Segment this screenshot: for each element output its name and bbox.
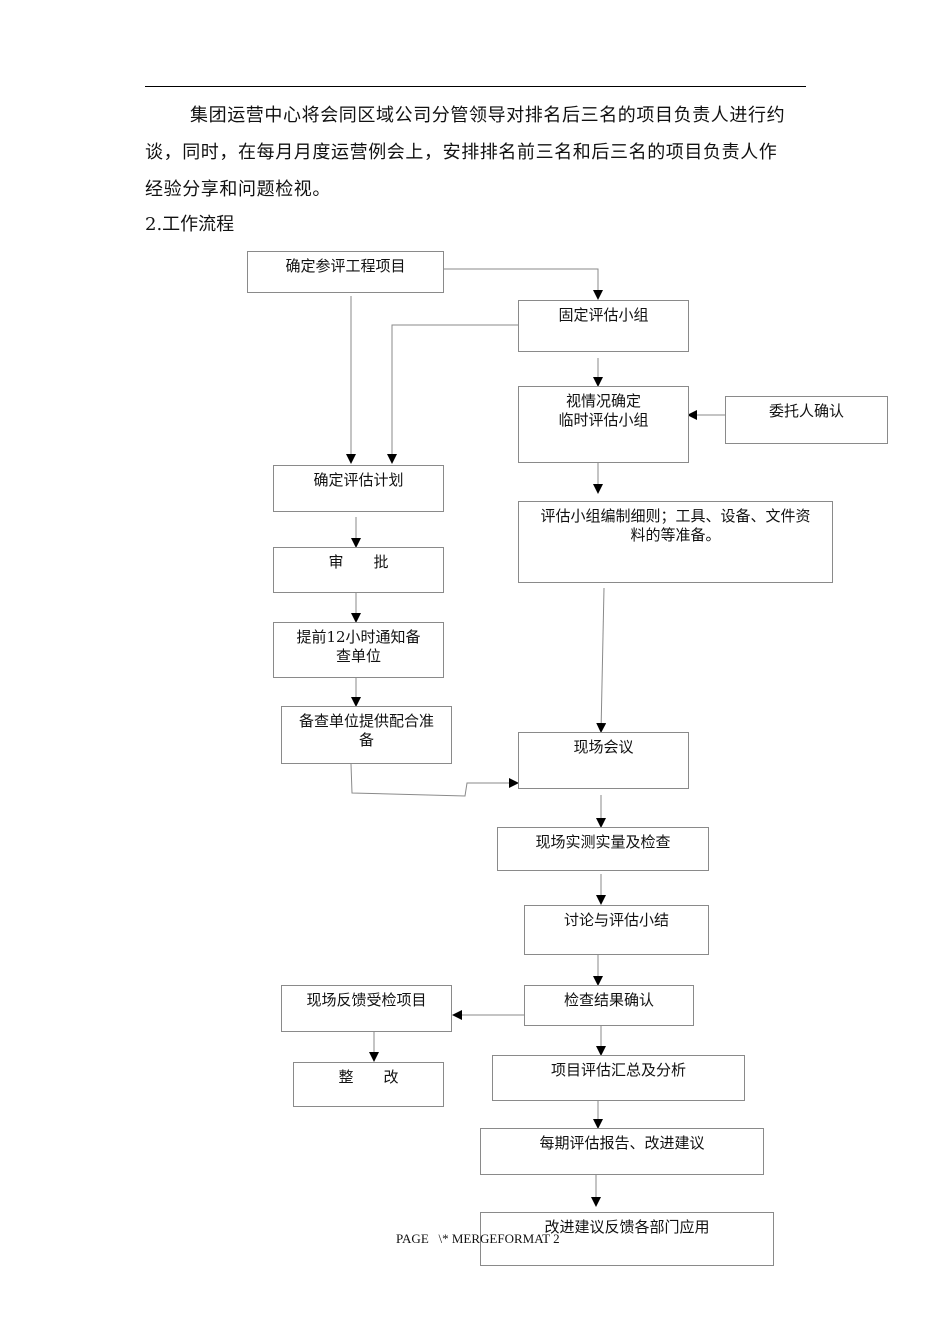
connector-prepare-to-meeting: [350, 763, 519, 797]
box-report: 每期评估报告、改进建议: [480, 1128, 764, 1175]
box-site-meeting: 现场会议: [518, 732, 689, 789]
paragraph-line-1: 集团运营中心将会同区域公司分管领导对排名后三名的项目负责人进行约: [190, 105, 786, 126]
paragraph-line-2: 谈，同时，在每月月度运营例会上，安排排名前三名和后三名的项目负责人作: [145, 142, 778, 163]
box-unit-prepare: 备查单位提供配合准 备: [281, 706, 452, 764]
box-discuss: 讨论与评估小结: [524, 905, 709, 955]
box-summary: 项目评估汇总及分析: [492, 1055, 745, 1101]
box-client-confirm: 委托人确认: [725, 396, 888, 444]
box-temp-team: 视情况确定 临时评估小组: [518, 386, 689, 463]
box-eval-plan: 确定评估计划: [273, 465, 444, 512]
page-footer-field: PAGE \* MERGEFORMAT 2: [396, 1231, 560, 1246]
box-feedback-project: 现场反馈受检项目: [281, 985, 452, 1032]
connector-project-to-fixed: [443, 268, 603, 300]
box-fixed-team: 固定评估小组: [518, 300, 689, 352]
box-notify: 提前12小时通知备 查单位: [273, 622, 444, 678]
box-team-rules: 评估小组编制细则；工具、设备、文件资 料的等准备。: [518, 501, 833, 583]
connector-fixed-to-plan: [387, 324, 519, 464]
paragraph-line-3: 经验分享和问题检视。: [145, 179, 331, 200]
box-check-result: 检查结果确认: [524, 985, 694, 1026]
section-heading: 2.工作流程: [145, 214, 235, 235]
intro-paragraph: 集团运营中心将会同区域公司分管领导对排名后三名的项目负责人进行约 谈，同时，在每…: [145, 97, 807, 208]
box-apply: 改进建议反馈各部门应用: [480, 1212, 774, 1266]
box-approval: 审 批: [273, 547, 444, 593]
box-confirm-project: 确定参评工程项目: [247, 251, 444, 293]
box-site-measure: 现场实测实量及检查: [497, 827, 709, 871]
connector-rules-to-meeting: [596, 587, 607, 733]
box-rectify: 整 改: [293, 1062, 444, 1107]
header-rule: [145, 86, 806, 87]
